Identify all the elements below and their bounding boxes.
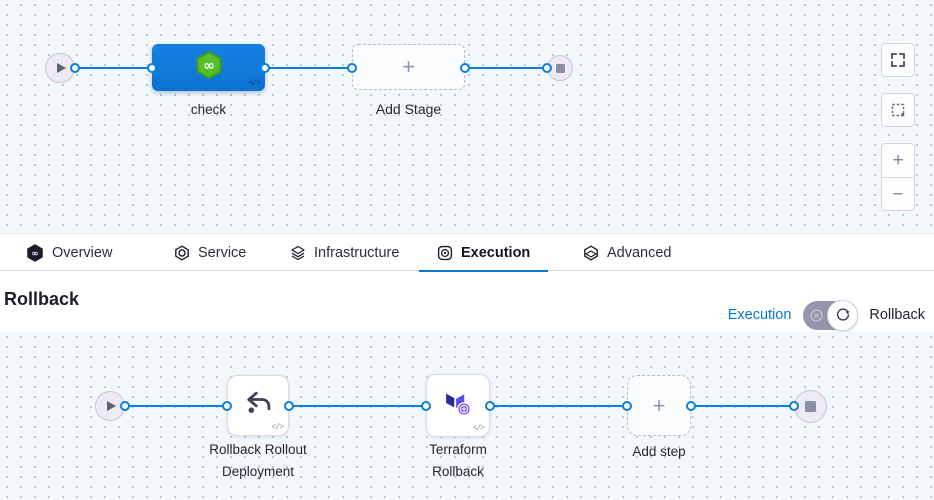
stage-node-check[interactable]: ∞ </> bbox=[152, 44, 265, 91]
zoom-in-button[interactable]: + bbox=[882, 144, 914, 178]
connector-point[interactable] bbox=[789, 401, 799, 411]
fit-to-screen-button[interactable] bbox=[881, 43, 915, 77]
stage-yaml-badge: </> bbox=[248, 79, 261, 88]
rollback-mode-icon bbox=[836, 308, 850, 321]
play-icon bbox=[107, 401, 116, 411]
tab-label: Overview bbox=[52, 245, 113, 261]
stop-icon bbox=[555, 63, 565, 73]
add-step-button[interactable]: + bbox=[627, 375, 691, 436]
step-yaml-badge: </> bbox=[271, 423, 284, 432]
harness-stage-icon: ∞ bbox=[193, 49, 225, 86]
connector-line bbox=[691, 405, 794, 407]
connector-line bbox=[75, 67, 152, 69]
tab-label: Advanced bbox=[607, 245, 672, 261]
marquee-select-button[interactable] bbox=[881, 93, 915, 127]
rollback-canvas[interactable]: </> Rollback Rollout Deployment </> Terr… bbox=[0, 332, 934, 500]
connector-point[interactable] bbox=[686, 401, 696, 411]
tab-label: Service bbox=[198, 245, 247, 261]
step-terraform-rollback[interactable]: </> bbox=[426, 374, 490, 437]
connector-line bbox=[265, 67, 352, 69]
svg-text:∞: ∞ bbox=[203, 58, 215, 74]
stage-label: check bbox=[190, 102, 227, 117]
execution-icon bbox=[437, 245, 453, 261]
rollback-toggle-label: Rollback bbox=[869, 307, 925, 323]
harness-hexagon-icon: ∞ bbox=[27, 244, 43, 262]
tab-label: Infrastructure bbox=[314, 245, 400, 261]
section-title: Rollback bbox=[4, 289, 80, 309]
execution-rollback-toggle-group: Execution Rollback bbox=[727, 299, 925, 331]
connector-point[interactable] bbox=[284, 401, 294, 411]
connector-point[interactable] bbox=[147, 63, 157, 73]
rollback-section-header: Rollback Execution Rollback bbox=[0, 272, 934, 332]
step-label: Terraform Rollback bbox=[429, 442, 487, 479]
stage-canvas[interactable]: ∞ </> check + Add Stage bbox=[0, 0, 934, 233]
plus-icon: + bbox=[652, 392, 666, 418]
step-label: Rollback Rollout Deployment bbox=[209, 442, 307, 479]
connector-line bbox=[125, 405, 227, 407]
tab-label: Execution bbox=[461, 245, 531, 261]
rollback-toggle-knob bbox=[827, 299, 859, 331]
zoom-out-button[interactable]: − bbox=[892, 184, 904, 205]
connector-point[interactable] bbox=[542, 63, 552, 73]
tab-overview[interactable]: ∞ Overview bbox=[8, 234, 130, 272]
stop-icon bbox=[805, 401, 816, 412]
connector-point[interactable] bbox=[222, 401, 232, 411]
add-step-label: Add step bbox=[632, 444, 686, 459]
zoom-controls: + − bbox=[881, 143, 915, 211]
tab-advanced[interactable]: Advanced bbox=[565, 234, 690, 272]
connector-point[interactable] bbox=[485, 401, 495, 411]
tab-execution[interactable]: Execution bbox=[419, 234, 549, 273]
add-stage-label: Add Stage bbox=[375, 101, 442, 117]
rollback-arrow-icon bbox=[243, 388, 273, 423]
connector-point[interactable] bbox=[622, 401, 632, 411]
pipeline-tabbar: ∞ Overview Service Infrastructure bbox=[0, 233, 934, 273]
connector-point[interactable] bbox=[421, 401, 431, 411]
add-stage-button[interactable]: + bbox=[352, 44, 465, 90]
rollback-toggle[interactable] bbox=[803, 299, 859, 331]
tab-service[interactable]: Service bbox=[156, 234, 264, 272]
tab-infrastructure[interactable]: Infrastructure bbox=[272, 234, 417, 272]
plus-icon: + bbox=[402, 54, 415, 79]
advanced-icon bbox=[584, 245, 598, 261]
rollback-end-node[interactable] bbox=[794, 390, 827, 423]
svg-text:∞: ∞ bbox=[31, 249, 38, 259]
step-rollback-rollout-deployment[interactable]: </> bbox=[227, 375, 289, 436]
connector-point[interactable] bbox=[70, 63, 80, 73]
connector-point[interactable] bbox=[347, 63, 357, 73]
terraform-icon bbox=[443, 388, 473, 423]
infrastructure-icon bbox=[291, 245, 305, 261]
execution-toggle-icon bbox=[809, 308, 824, 328]
play-icon bbox=[57, 63, 66, 73]
service-icon bbox=[175, 245, 189, 261]
connector-line bbox=[465, 67, 547, 69]
fit-screen-icon bbox=[891, 53, 905, 67]
execution-link[interactable]: Execution bbox=[727, 307, 792, 323]
connector-line bbox=[289, 405, 426, 407]
connector-point[interactable] bbox=[460, 63, 470, 73]
connector-line bbox=[490, 405, 627, 407]
connector-point[interactable] bbox=[260, 63, 270, 73]
marquee-select-icon bbox=[891, 103, 905, 117]
step-yaml-badge: </> bbox=[472, 424, 485, 433]
connector-point[interactable] bbox=[120, 401, 130, 411]
